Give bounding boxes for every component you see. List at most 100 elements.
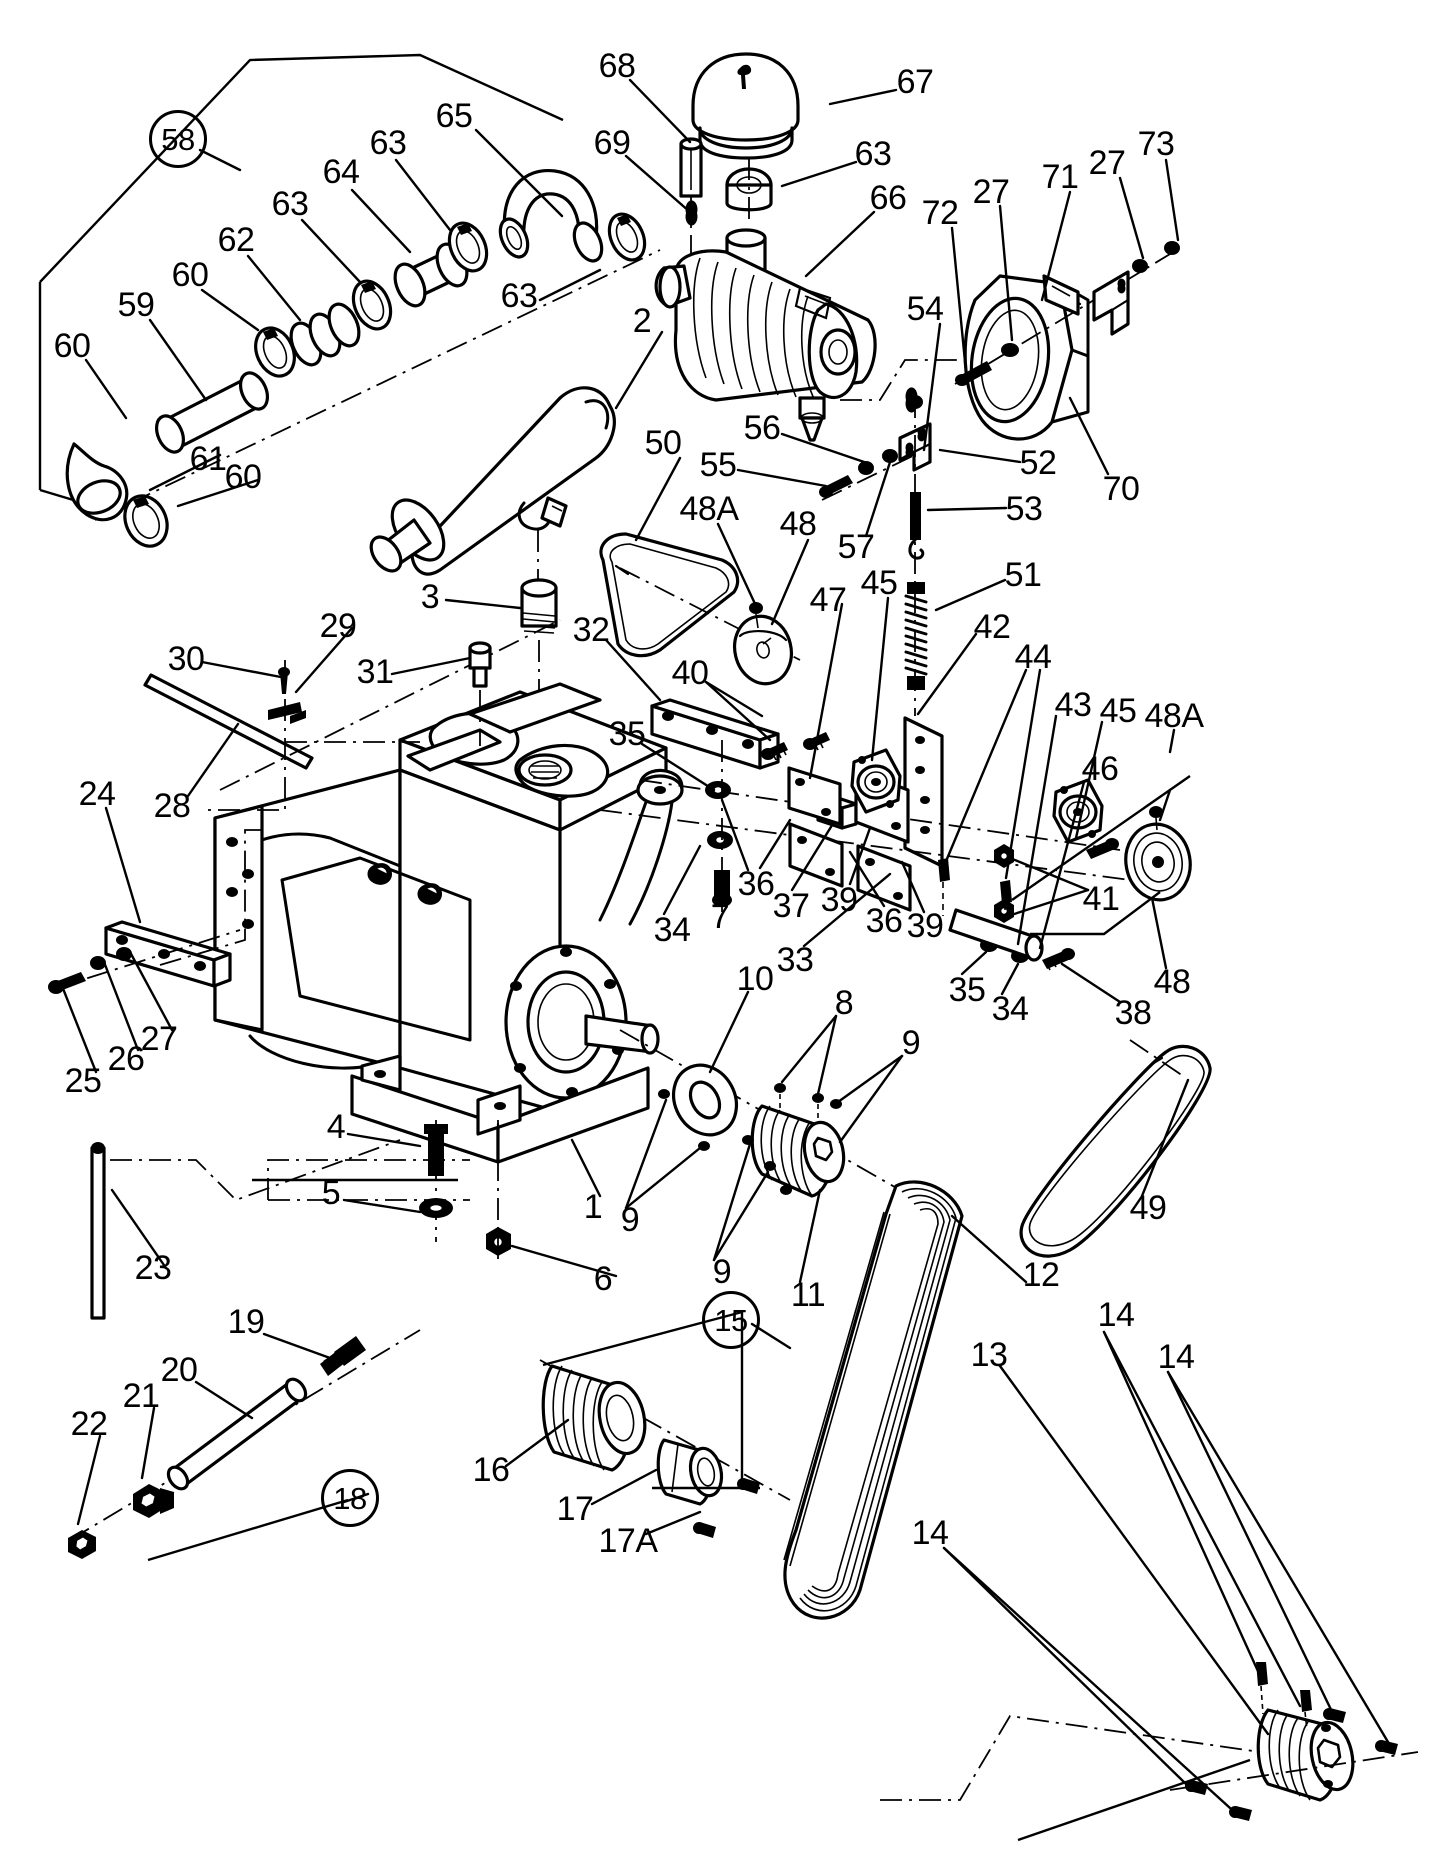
callout-71: 71	[1041, 158, 1079, 196]
part-25-bolt	[48, 972, 86, 994]
part-53-eyebolt	[908, 492, 925, 560]
part-27-washer-c	[116, 947, 132, 961]
callout-18: 18	[321, 1469, 379, 1527]
callout-26: 26	[107, 1040, 145, 1078]
callout-43: 43	[1054, 686, 1092, 724]
engine-plugs	[367, 863, 442, 905]
part-60-clamp-a	[123, 494, 169, 548]
callout-38: 38	[1114, 994, 1152, 1032]
callout-68: 68	[598, 47, 636, 85]
callout-34: 34	[991, 990, 1029, 1028]
part-45-flange-a	[850, 748, 902, 814]
air-cleaner-assembly	[654, 52, 877, 442]
part-59-tube	[154, 371, 270, 454]
callout-33: 33	[776, 941, 814, 979]
callout-25: 25	[64, 1062, 102, 1100]
callout-59: 59	[117, 286, 155, 324]
part-40-bar	[650, 698, 780, 770]
callout-70: 70	[1102, 470, 1140, 508]
callout-15: 15	[702, 1291, 760, 1349]
callout-63: 63	[271, 185, 309, 223]
part-28-rod	[143, 673, 314, 770]
group-58-bracket-outline	[38, 53, 564, 507]
callout-3: 3	[420, 578, 440, 616]
part-20-hose	[166, 1377, 308, 1491]
callout-35: 35	[948, 971, 986, 1009]
part-4-bolt	[424, 1124, 448, 1176]
callout-46: 46	[1081, 750, 1119, 788]
callout-37: 37	[772, 887, 810, 925]
air-intake-train	[65, 168, 661, 548]
part-48-pulley-right	[1124, 822, 1192, 902]
callout-17: 17	[556, 1490, 594, 1528]
callout-28: 28	[153, 787, 191, 825]
callout-14: 14	[1157, 1338, 1195, 1376]
callout-4: 4	[326, 1108, 346, 1146]
part-57-pin	[882, 449, 898, 463]
base-hardware	[252, 1120, 511, 1260]
part-39-plate-a	[788, 822, 844, 888]
callout-60: 60	[53, 327, 91, 365]
part-12-belt	[783, 1180, 964, 1620]
part-63-clamp-c	[607, 212, 647, 262]
callout-73: 73	[1137, 125, 1175, 163]
part-33-bolts	[761, 732, 830, 761]
shim-stack	[599, 698, 1192, 971]
part-44-pins	[938, 858, 1012, 930]
part-55-screw	[819, 475, 853, 498]
callout-7: 7	[710, 898, 730, 936]
callout-32: 32	[572, 611, 610, 649]
callout-42: 42	[973, 608, 1011, 646]
callout-23: 23	[134, 1249, 172, 1287]
callout-44: 44	[1014, 638, 1052, 676]
part-16-pulley	[541, 1364, 647, 1472]
callout-60: 60	[171, 256, 209, 294]
callout-63: 63	[369, 124, 407, 162]
callout-9: 9	[901, 1024, 921, 1062]
part-46-bolt	[1086, 838, 1119, 859]
part-48A-washer-b	[1149, 806, 1163, 831]
part-17A-setscrews	[693, 1478, 760, 1538]
callout-51: 51	[1004, 556, 1042, 594]
leader-lines	[60, 78, 1390, 1810]
callout-39: 39	[820, 881, 858, 919]
callout-47: 47	[809, 581, 847, 619]
callout-29: 29	[319, 607, 357, 645]
part-64-sleeve	[393, 242, 469, 308]
callout-67: 67	[896, 63, 934, 101]
part-63-clamp-b	[447, 221, 489, 273]
part-48-pulley	[733, 614, 793, 686]
lower-drive-group	[539, 1029, 1419, 1842]
callout-14: 14	[1097, 1296, 1135, 1334]
part-29-link	[268, 702, 306, 724]
callout-8: 8	[834, 984, 854, 1022]
part-32-engine	[213, 682, 684, 1164]
callout-45: 45	[860, 564, 898, 602]
part-70-blower-housing	[963, 274, 1090, 441]
callout-22: 22	[70, 1405, 108, 1443]
callout-30: 30	[167, 640, 205, 678]
callout-49: 49	[1129, 1189, 1167, 1227]
part-10-washer	[671, 1063, 739, 1137]
part-73-nut	[1164, 241, 1180, 255]
part-62-adapter	[289, 302, 361, 367]
part-17-bushing	[656, 1438, 724, 1506]
callout-66: 66	[869, 179, 907, 217]
callout-31: 31	[356, 653, 394, 691]
part-31-fitting	[468, 641, 492, 746]
part-63-clamp-a	[351, 279, 393, 331]
callout-21: 21	[122, 1377, 160, 1415]
callout-27: 27	[1088, 144, 1126, 182]
callout-55: 55	[699, 446, 737, 484]
part-65-elbow-hose	[498, 168, 604, 263]
callout-65: 65	[435, 97, 473, 135]
callout-50: 50	[644, 424, 682, 462]
part-24-rail	[104, 920, 232, 988]
callout-54: 54	[906, 290, 944, 328]
callout-53: 53	[1005, 490, 1043, 528]
part-66-body	[654, 228, 877, 442]
callout-56: 56	[743, 409, 781, 447]
lower-left-group	[68, 1139, 421, 1562]
callout-12: 12	[1022, 1256, 1060, 1294]
muffler-assembly	[369, 386, 616, 700]
